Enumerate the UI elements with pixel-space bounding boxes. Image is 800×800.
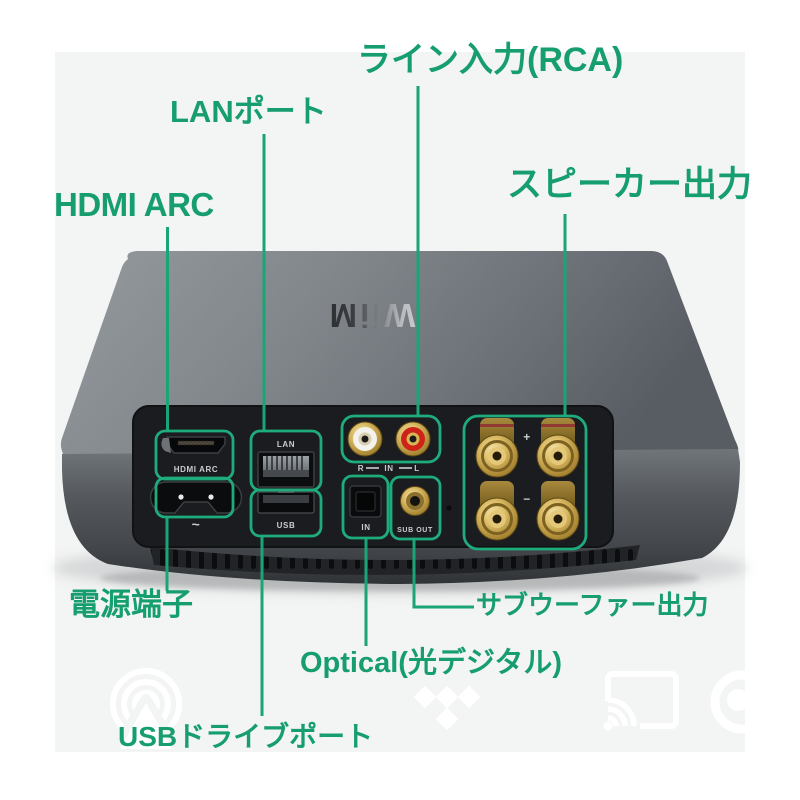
speaker-post: [536, 418, 580, 478]
subwoofer-annotation-label: サブウーファー出力: [476, 590, 709, 620]
reset-pinhole: [446, 505, 452, 511]
rca-input-right-white: [347, 421, 383, 457]
power-symbol: ~: [192, 516, 201, 532]
wiim-logo: WiiM: [293, 295, 449, 335]
rca-input-left-red: [395, 421, 431, 457]
device-top-face: [60, 251, 739, 456]
lan-annotation-label: LANポート: [170, 94, 327, 129]
rca-l-label: L: [414, 464, 420, 473]
speaker-post: [475, 481, 519, 541]
speaker-post: [536, 481, 580, 541]
optical-annotation-label: Optical(光デジタル): [300, 647, 563, 679]
plus-label: +: [523, 430, 531, 444]
speaker-annotation-label: スピーカー出力: [507, 165, 753, 204]
subout-port-label: SUB OUT: [397, 527, 433, 534]
speaker-post: [475, 418, 519, 478]
optical-port-label: IN: [361, 523, 370, 532]
voice-assistant-icon: [710, 670, 745, 734]
vent-grille: [150, 545, 640, 575]
rca-in-label: IN: [384, 464, 393, 473]
airplay-icon: [109, 668, 183, 752]
minus-label: −: [523, 492, 531, 506]
rca-channel-labels: R IN L: [358, 464, 420, 473]
line-in-annotation-label: ライン入力(RCA): [357, 41, 624, 79]
cast-icon: [600, 671, 679, 737]
tidal-icon: [413, 685, 481, 731]
rca-r-label: R: [358, 464, 364, 473]
hdmi-port-label: HDMI ARC: [174, 465, 219, 474]
hdmi-annotation-label: HDMI ARC: [54, 186, 214, 223]
usb-annotation-label: USBドライブポート: [118, 721, 374, 752]
usb-port-label: USB: [277, 521, 296, 530]
lan-port-label: LAN: [277, 440, 295, 449]
power-annotation-label: 電源端子: [69, 587, 193, 622]
